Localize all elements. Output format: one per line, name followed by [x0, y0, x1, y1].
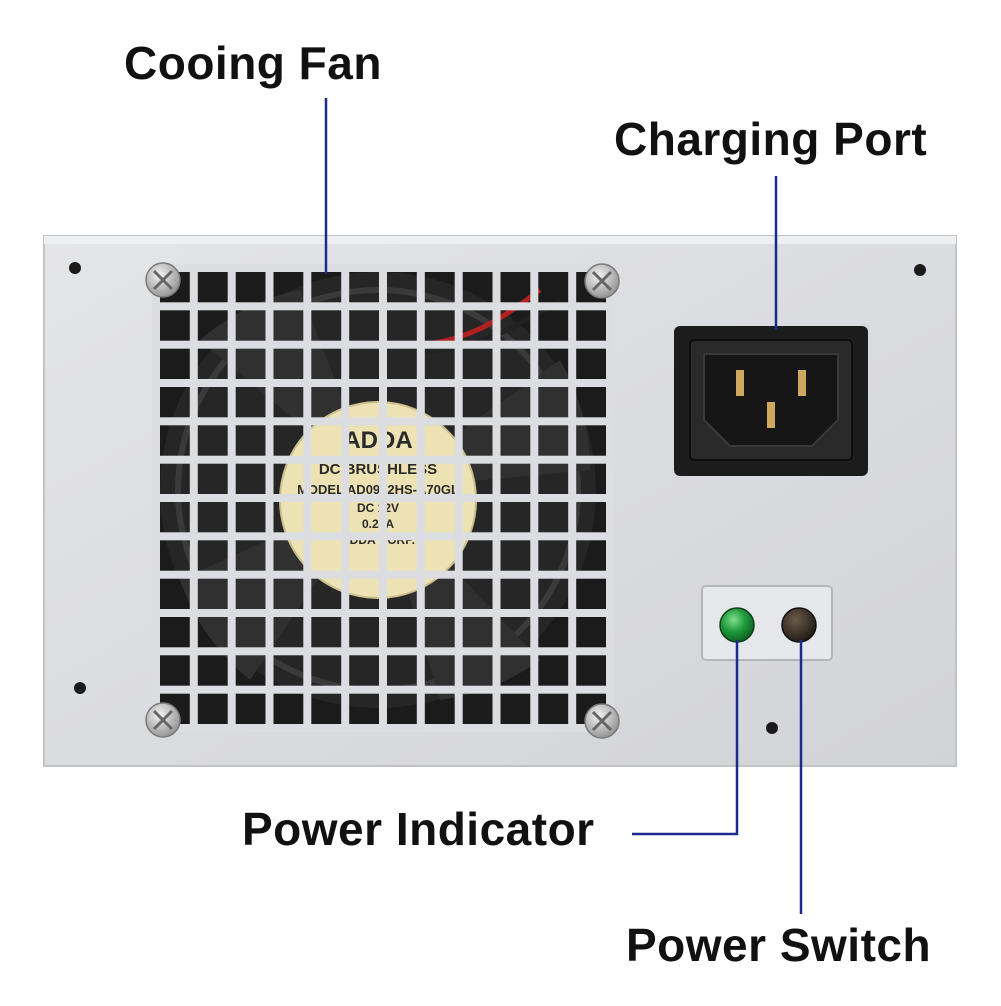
grille-bar-horizontal [156, 532, 610, 541]
screw-top-right [584, 263, 620, 299]
mounting-hole-bottom-left [74, 682, 86, 694]
label-charging-port: Charging Port [614, 113, 928, 165]
grille-bar-horizontal [156, 455, 610, 464]
grille-bar-horizontal [156, 570, 610, 579]
grille-bar-horizontal [156, 724, 610, 732]
screw-top-left [145, 262, 181, 298]
grille-bar-horizontal [156, 302, 610, 311]
fan-voltage: DC 12V [357, 501, 399, 515]
cooling-fan: ADDA DC BRUSHLESS MODEL AD0912HS-A70GL D… [152, 264, 614, 732]
mounting-hole-bottom-right [766, 722, 778, 734]
fan-grille [152, 264, 614, 732]
screw-bottom-left [145, 702, 181, 738]
fan-brand: ADDA [343, 427, 412, 454]
label-cooling-fan: Cooing Fan [124, 37, 382, 89]
grille-bar-horizontal [156, 340, 610, 349]
leader-lines [324, 98, 803, 914]
mounting-hole-top-left [69, 262, 81, 274]
label-power-switch: Power Switch [626, 919, 932, 971]
screw-bottom-right [584, 703, 620, 739]
grille-bar-horizontal [156, 379, 610, 387]
grille-bar-horizontal [156, 609, 610, 617]
grille-bar-horizontal [156, 417, 610, 426]
power-indicator-led [719, 607, 755, 643]
fan-current: 0.25A [362, 517, 394, 531]
mounting-hole-top-right [914, 264, 926, 276]
label-power-indicator: Power Indicator [242, 803, 595, 855]
grille-bar-horizontal [156, 494, 610, 502]
power-switch-button[interactable] [781, 607, 817, 643]
grille-bar-horizontal [156, 685, 610, 694]
grille-bar-horizontal [156, 647, 610, 656]
leader-line-indicator [632, 640, 739, 836]
charging-port[interactable] [674, 326, 868, 476]
grille-bar-horizontal [156, 264, 610, 272]
